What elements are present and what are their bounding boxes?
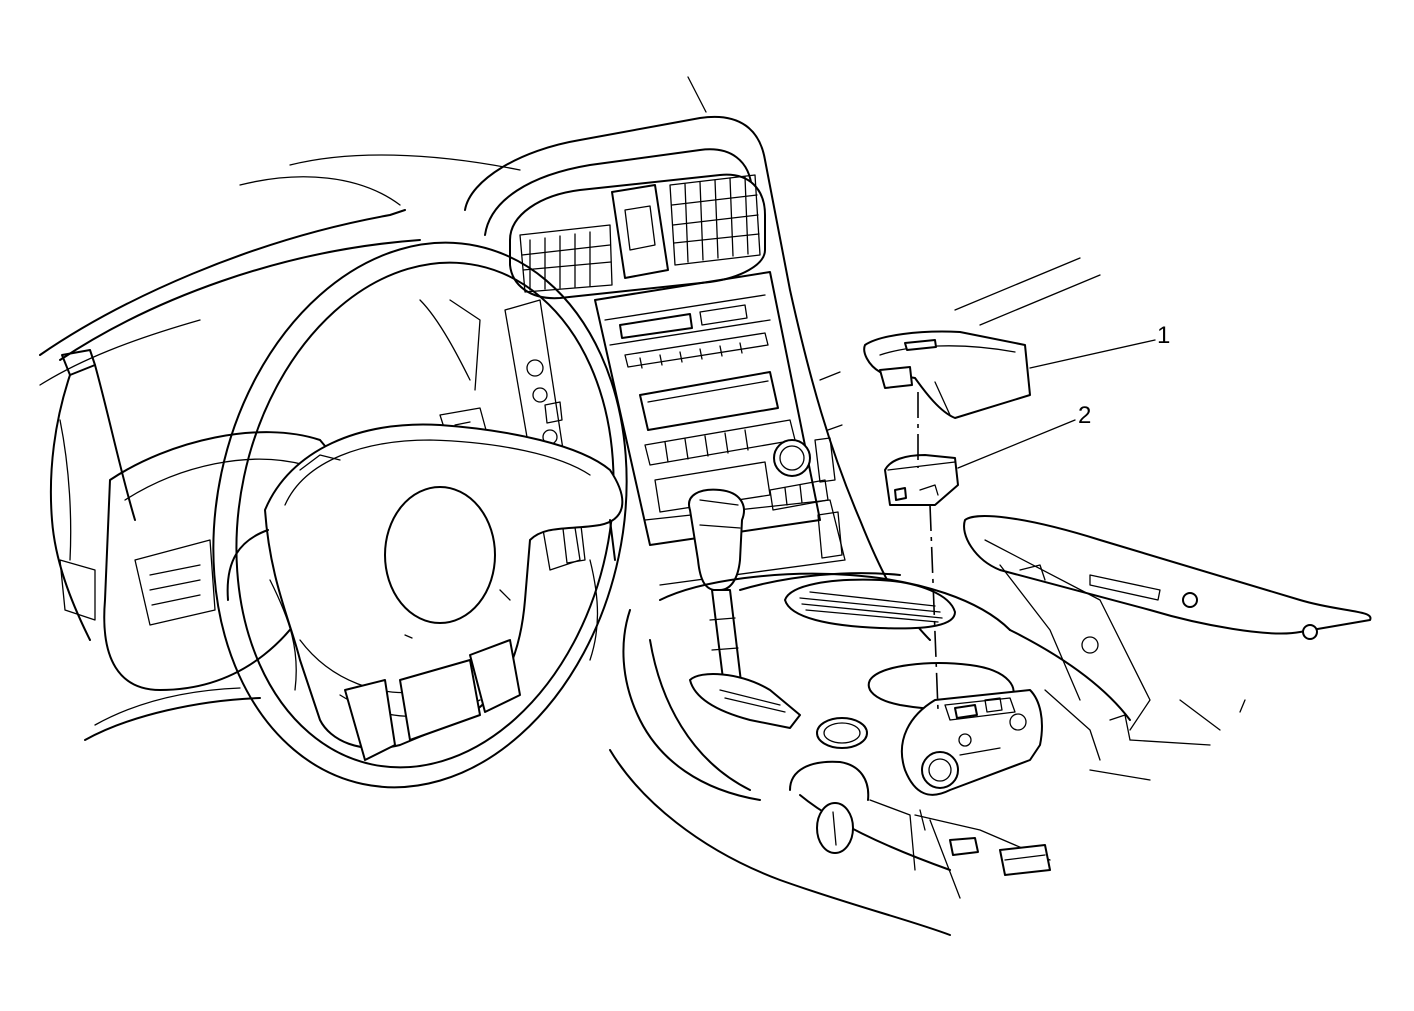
steering-wheel: [212, 241, 628, 789]
background-lines: [954, 257, 1101, 326]
center-stack: [464, 115, 931, 641]
leader-lines: [957, 339, 1156, 469]
center-console: [609, 515, 1372, 936]
gear-shifter: [688, 488, 801, 729]
exploded-cover-part: [863, 330, 1031, 419]
alignment-lines: [917, 392, 939, 711]
dashboard-outline: [39, 76, 707, 741]
exploded-module-part: [884, 454, 959, 506]
callout-1-label: 1: [1157, 322, 1170, 349]
callout-2-label: 2: [1078, 402, 1091, 429]
